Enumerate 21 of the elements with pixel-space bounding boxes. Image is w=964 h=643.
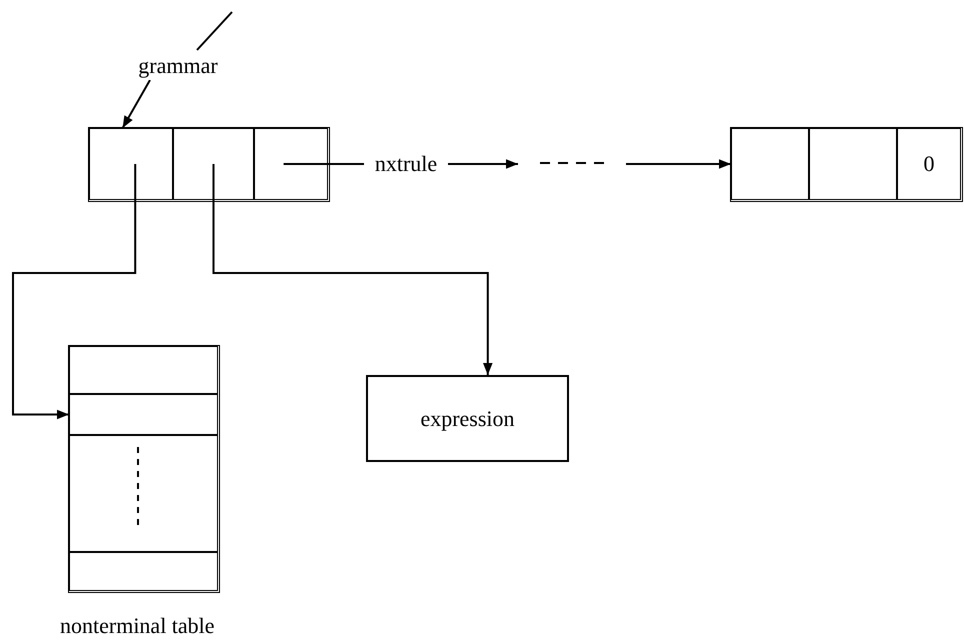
connector-line (284, 163, 364, 165)
record-cell: 0 (897, 128, 961, 200)
table-box (68, 345, 220, 593)
record-box (730, 127, 963, 202)
arrow (448, 159, 518, 169)
record-cell (254, 128, 328, 200)
arrow (212, 164, 493, 375)
arrow (12, 164, 136, 420)
record-cell (89, 128, 173, 200)
table-row (69, 394, 218, 435)
table-row (69, 346, 218, 394)
node-box: expression (366, 375, 569, 462)
arrow (626, 159, 731, 169)
record-box (88, 127, 330, 202)
table-row (69, 435, 218, 552)
record-cell (173, 128, 254, 200)
record-cell (731, 128, 809, 200)
table-label: nonterminal table (60, 615, 215, 637)
arrow (122, 80, 151, 128)
record-cell (809, 128, 897, 200)
table-row (69, 552, 218, 591)
